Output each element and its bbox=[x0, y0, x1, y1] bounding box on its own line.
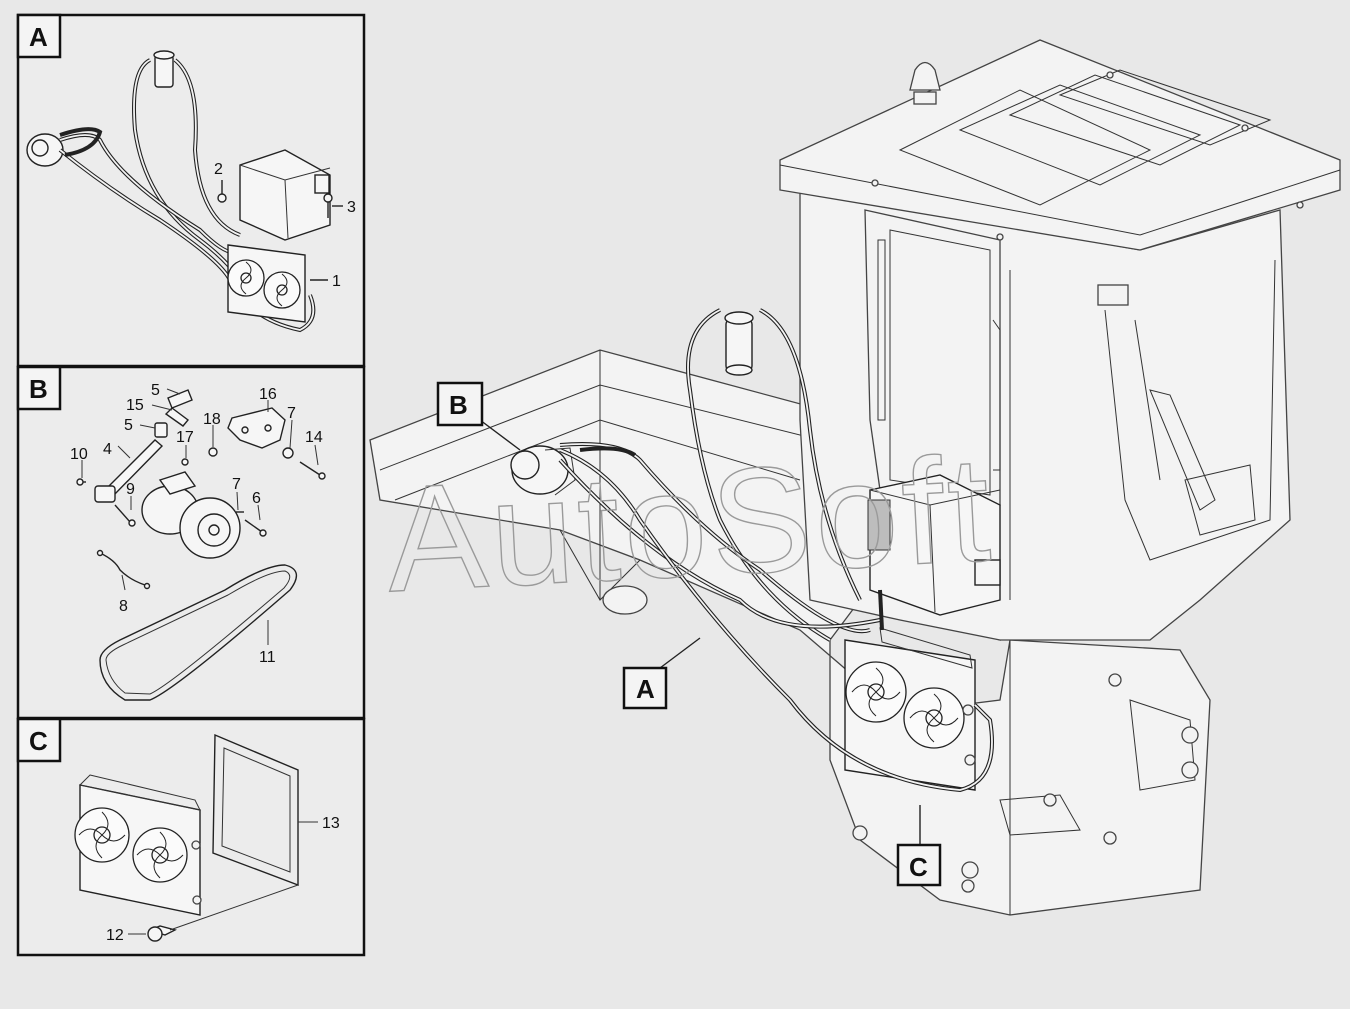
machine-illustration bbox=[369, 39, 1341, 916]
part-label-17: 17 bbox=[176, 429, 194, 446]
receiver-drier-main bbox=[724, 311, 754, 376]
part-label-5-top: 5 bbox=[151, 382, 160, 399]
svg-text:A: A bbox=[29, 22, 48, 52]
part-label-2: 2 bbox=[214, 161, 223, 178]
part-label-12: 12 bbox=[106, 927, 124, 944]
main-callout-c: C bbox=[896, 805, 942, 887]
part-label-4: 4 bbox=[103, 441, 112, 458]
main-callout-a: A bbox=[622, 637, 701, 710]
part-label-8: 8 bbox=[119, 598, 128, 615]
svg-text:C: C bbox=[909, 852, 928, 882]
part-label-6: 6 bbox=[252, 490, 261, 507]
svg-text:A: A bbox=[636, 674, 655, 704]
svg-text:C: C bbox=[29, 726, 48, 756]
panel-c-badge: C bbox=[16, 717, 62, 763]
part-label-7-upper: 7 bbox=[287, 405, 296, 422]
svg-text:B: B bbox=[449, 390, 468, 420]
cab-roof bbox=[779, 39, 1341, 251]
drive-belt bbox=[99, 564, 298, 701]
watermark-text: AutoSoft bbox=[382, 424, 997, 624]
part-label-11: 11 bbox=[259, 649, 276, 666]
part-label-18: 18 bbox=[203, 411, 221, 428]
main-callout-b: B bbox=[436, 381, 521, 451]
beacon-light bbox=[909, 61, 941, 91]
panel-a-badge: A bbox=[16, 13, 62, 59]
part-label-10: 10 bbox=[70, 446, 88, 463]
svg-text:B: B bbox=[29, 374, 48, 404]
detail-panel-a: A 1 bbox=[16, 13, 366, 368]
part-label-14: 14 bbox=[305, 429, 323, 446]
part-label-9: 9 bbox=[126, 481, 135, 498]
part-label-13: 13 bbox=[322, 815, 340, 832]
part-label-7-lower: 7 bbox=[232, 476, 241, 493]
panel-b-badge: B bbox=[16, 365, 62, 411]
condenser-c bbox=[74, 774, 202, 916]
part-label-1: 1 bbox=[332, 273, 341, 290]
part-label-5-lower: 5 bbox=[124, 417, 133, 434]
detail-panel-c: C 13 12 bbox=[16, 717, 366, 957]
condenser-main bbox=[844, 627, 976, 791]
part-label-15: 15 bbox=[126, 397, 144, 414]
ac-hoses-main bbox=[558, 308, 994, 793]
heater-box-main bbox=[869, 474, 1001, 616]
detail-panel-b: B bbox=[16, 365, 366, 720]
compressor-main bbox=[510, 445, 576, 496]
part-label-3: 3 bbox=[347, 199, 356, 216]
compressor-b bbox=[141, 471, 241, 559]
part-label-16: 16 bbox=[259, 386, 277, 403]
